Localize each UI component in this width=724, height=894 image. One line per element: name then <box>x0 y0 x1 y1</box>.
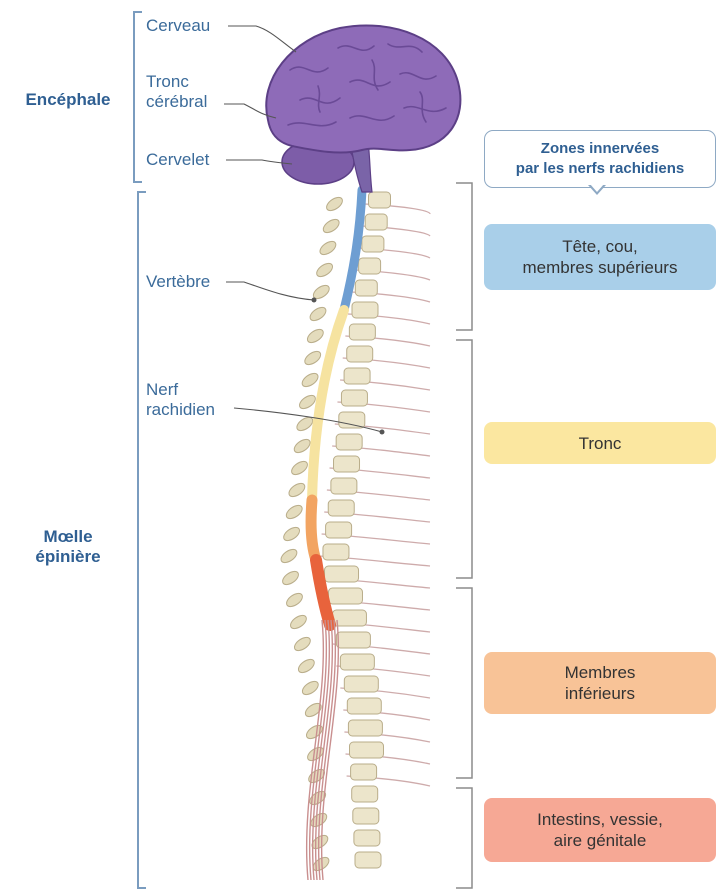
vertebra-body <box>323 544 349 560</box>
vertebra-process <box>308 305 328 324</box>
vertebra-process <box>280 569 300 588</box>
label-nerf-rachidien: Nerf rachidien <box>146 380 215 420</box>
vertebra-body <box>344 676 378 692</box>
vertebra-body <box>340 654 374 670</box>
vertebra-process <box>305 327 325 346</box>
callout-tail-inner <box>590 184 604 192</box>
vertebra-process <box>321 217 341 236</box>
encephale-bracket <box>134 12 142 182</box>
vertebra-process <box>300 371 320 390</box>
vertebra-body <box>331 478 357 494</box>
vertebra-process <box>300 679 320 698</box>
vertebra-body <box>326 522 352 538</box>
vertebra-body <box>355 280 377 296</box>
vertebra-body <box>359 258 381 274</box>
vertebra-process <box>284 503 304 522</box>
vertebra-body <box>347 346 373 362</box>
vertebra-process <box>297 393 317 412</box>
vertebra-body <box>362 236 384 252</box>
vertebra-body <box>348 720 382 736</box>
vertebra-process <box>302 349 322 368</box>
vertebra-pointer-dot <box>312 298 317 303</box>
cord-lumbar <box>311 500 316 560</box>
vertebra-body <box>336 434 362 450</box>
zone-tronc: Tronc <box>484 422 716 464</box>
vertebra-body <box>347 698 381 714</box>
vertebra-body <box>351 764 377 780</box>
nerve-pointer-dot <box>380 430 385 435</box>
zone-intestins-vessie: Intestins, vessie, aire génitale <box>484 798 716 862</box>
vertebra-process <box>288 613 308 632</box>
cerebrum-icon <box>266 25 460 152</box>
vertebra-body <box>352 302 378 318</box>
label-cerveau: Cerveau <box>146 16 210 36</box>
callout-zones-innervees: Zones innervées par les nerfs rachidiens <box>484 130 716 188</box>
vertebra-body <box>341 390 367 406</box>
vertebra-process <box>318 239 338 258</box>
vertebra-body <box>349 324 375 340</box>
label-vertebre: Vertèbre <box>146 272 210 292</box>
vertebra-body <box>339 412 365 428</box>
vertebra-process <box>284 591 304 610</box>
vertebra-body <box>328 588 362 604</box>
vertebra-process <box>324 195 344 214</box>
vertebra-body <box>355 852 381 868</box>
group-label-encephale: Encéphale <box>14 90 122 110</box>
zone-brackets <box>456 183 472 888</box>
brain-icon <box>266 25 460 192</box>
vertebral-column <box>279 192 391 873</box>
vertebra-process <box>279 547 299 566</box>
vertebra-process <box>292 635 312 654</box>
vertebra-body <box>354 830 380 846</box>
vertebra-process <box>314 261 334 280</box>
vertebra-process <box>292 437 312 456</box>
vertebra-body <box>325 566 359 582</box>
vertebra-body <box>328 500 354 516</box>
vertebra-body <box>365 214 387 230</box>
vertebra-process <box>289 459 309 478</box>
vertebra-process <box>287 481 307 500</box>
zone-tete-cou: Tête, cou, membres supérieurs <box>484 224 716 290</box>
vertebra-body <box>352 786 378 802</box>
vertebra-process <box>281 525 301 544</box>
zone-membres-inferieurs: Membres inférieurs <box>484 652 716 714</box>
vertebra-body <box>336 632 370 648</box>
label-tronc-cerebral: Tronc cérébral <box>146 72 207 112</box>
vertebra-process <box>296 657 316 676</box>
vertebra-body <box>334 456 360 472</box>
vertebra-body <box>369 192 391 208</box>
vertebra-body <box>344 368 370 384</box>
vertebra-body <box>350 742 384 758</box>
group-label-moelle-epiniere: Mœlle épinière <box>18 527 118 567</box>
vertebra-body <box>353 808 379 824</box>
moelle-bracket <box>138 192 146 888</box>
label-cervelet: Cervelet <box>146 150 209 170</box>
